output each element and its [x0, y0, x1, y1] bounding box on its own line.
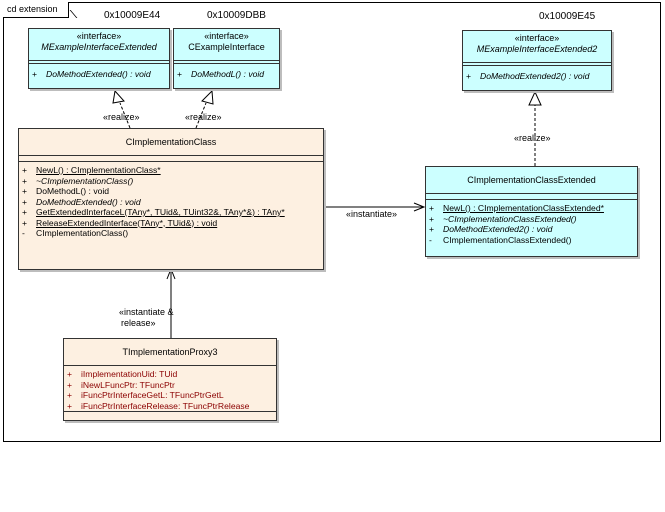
operation-row: +~CImplementationClassExtended(): [429, 213, 577, 224]
operation-row: +~CImplementationClass(): [22, 175, 134, 186]
operation-row: +DoMethodExtended2() : void: [466, 71, 590, 81]
operation-row: +DoMethodExtended2() : void: [429, 224, 553, 234]
realize-line: [119, 102, 131, 129]
realize-arrowhead: [528, 90, 542, 106]
diagram-frame: [3, 2, 661, 442]
frame-title: cd extension: [3, 2, 69, 18]
class-cexampleinterface: «interface» CExampleInterface +DoMethodL…: [173, 28, 280, 89]
stereotype-label: «interface»: [76, 31, 122, 41]
address-label: 0x10009E45: [539, 11, 596, 22]
instantiate-release-label: release»: [121, 318, 156, 328]
class-cimplementationclass: CImplementationClass +NewL() : CImplemen…: [18, 128, 324, 270]
attribute-row: +iFuncPtrInterfaceRelease: TFuncPtrRelea…: [67, 400, 250, 411]
address-label: 0x10009DBB: [207, 10, 266, 21]
attribute-row: +iImplementationUid: TUid: [67, 369, 178, 379]
stereotype-label: «interface»: [514, 33, 560, 43]
realize-line: [195, 102, 207, 129]
realize-arrowhead: [112, 89, 125, 104]
class-name: TImplementationProxy3: [122, 347, 218, 357]
address-label: 0x10009E44: [104, 10, 161, 21]
operation-row: +GetExtendedInterfaceL(TAny*, TUid&, TUi…: [22, 207, 285, 217]
operation-row: +NewL() : CImplementationClassExtended*: [429, 203, 604, 213]
class-mexampleinterfaceextended2: «interface» MExampleInterfaceExtended2 +…: [462, 30, 612, 91]
operation-row: +DoMethodExtended() : void: [32, 69, 151, 79]
class-name: MExampleInterfaceExtended: [41, 42, 157, 52]
operation-row: -CImplementationClassExtended(): [429, 234, 572, 245]
instantiate-label: «instantiate»: [346, 209, 398, 219]
stereotype-label: «interface»: [204, 31, 249, 41]
operation-row: +DoMethodL() : void: [22, 186, 110, 196]
class-mexampleinterfaceextended: «interface» MExampleInterfaceExtended +D…: [28, 28, 170, 89]
class-timplementationproxy3: TImplementationProxy3 +iImplementationUi…: [63, 338, 277, 421]
operation-row: -CImplementationClass(): [22, 228, 129, 238]
class-cimplementationclassextended: CImplementationClassExtended +NewL() : C…: [425, 166, 638, 257]
operation-row: +DoMethodExtended() : void: [22, 196, 141, 207]
operation-row: +DoMethodL() : void: [177, 69, 265, 79]
class-name: MExampleInterfaceExtended2: [476, 44, 598, 54]
class-name: CExampleInterface: [188, 42, 265, 52]
class-name: CImplementationClass: [125, 137, 217, 147]
instantiate-release-label: «instantiate &: [119, 307, 174, 317]
realize-arrowhead: [201, 89, 214, 105]
class-name: CImplementationClassExtended: [467, 175, 596, 185]
operation-row: +NewL() : CImplementationClass*: [22, 165, 161, 175]
instantiate-arrowhead: [413, 202, 426, 212]
realize-label: «realize»: [185, 112, 222, 122]
attribute-row: +iNewLFuncPtr: TFuncPtr: [67, 379, 175, 390]
realize-label: «realize»: [103, 112, 140, 122]
realize-label: «realize»: [514, 133, 551, 143]
operation-row: +ReleaseExtendedInterface(TAny*, TUid&) …: [22, 217, 218, 228]
attribute-row: +iFuncPtrInterfaceGetL: TFuncPtrGetL: [67, 390, 224, 400]
